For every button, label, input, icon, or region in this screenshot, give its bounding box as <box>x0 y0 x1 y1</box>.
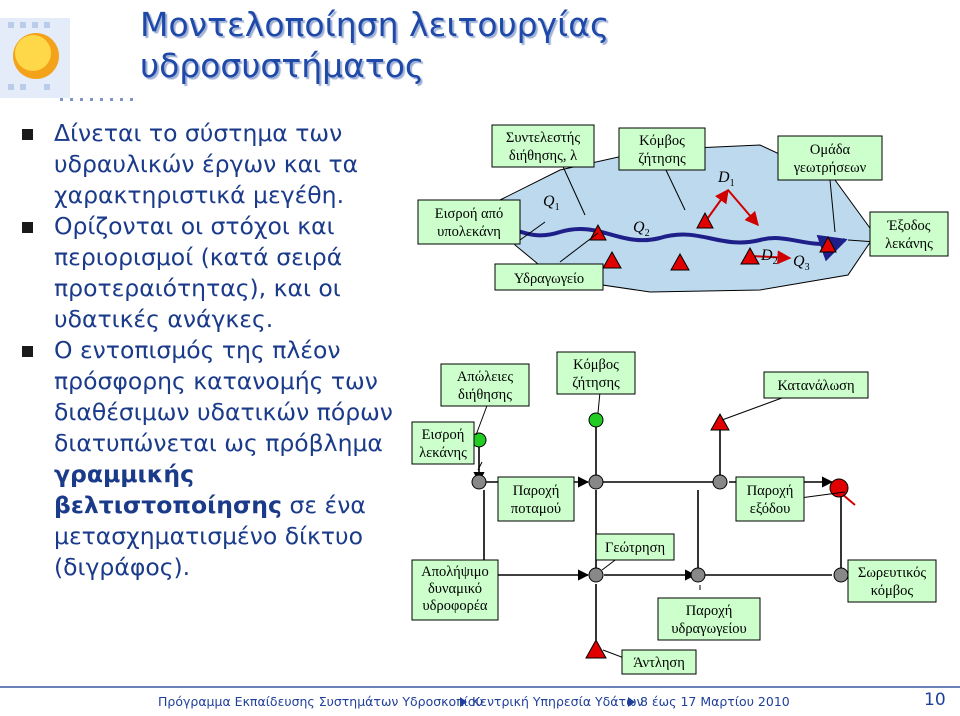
label-basin-outlet: Έξοδος λεκάνης <box>869 211 949 257</box>
label-well-group: Ομάδα γεωτρήσεων <box>777 135 883 181</box>
sun-logo-icon <box>0 18 70 98</box>
flow-symbols: Q1 Q2 Q3 D1 D2 <box>543 169 810 273</box>
svg-text:Υδραγωγείο: Υδραγωγείο <box>514 271 584 287</box>
svg-text:Σωρευτικός: Σωρευτικός <box>858 565 926 581</box>
bullet-marker-icon <box>22 222 33 233</box>
svg-text:δυναμικό: δυναμικό <box>428 581 482 597</box>
label-basin-inflow: Εισροή λεκάνης <box>411 421 475 465</box>
label-inflow-subbasin: Εισροή από υπολεκάνη <box>417 199 521 245</box>
svg-text:ζήτησης: ζήτησης <box>572 375 620 391</box>
network-wells <box>585 412 730 659</box>
svg-text:εξόδου: εξόδου <box>750 501 791 517</box>
bullet-text: Δίνεται το σύστημα των υδραυλικών έργων … <box>54 119 359 209</box>
bullet-text: σε ένα μετασχηματισμένο δίκτυο (διγράφος… <box>54 491 366 581</box>
footer-separator-icon <box>460 697 467 707</box>
svg-text:Συντελεστής: Συντελεστής <box>506 130 580 146</box>
svg-text:Απολήψιμο: Απολήψιμο <box>421 564 489 580</box>
demand-arrow-d1b <box>727 189 759 227</box>
svg-text:Q1: Q1 <box>543 193 560 213</box>
svg-text:υδραγωγείου: υδραγωγείου <box>671 621 746 637</box>
demand-arrow-d2 <box>751 250 792 265</box>
svg-text:Γεώτρηση: Γεώτρηση <box>605 540 665 556</box>
footer-dates: 8 έως 17 Μαρτίου 2010 <box>640 694 790 709</box>
footer-divider <box>0 686 960 688</box>
svg-text:Ομάδα: Ομάδα <box>810 142 851 158</box>
svg-text:Κόμβος: Κόμβος <box>573 357 619 373</box>
bullet-bold-text: γραμμικής βελτιστοποίησης <box>54 460 282 519</box>
svg-text:Άντληση: Άντληση <box>633 655 685 671</box>
label-drilling: Γεώτρηση <box>595 533 675 561</box>
svg-text:Παροχή: Παροχή <box>513 483 560 499</box>
svg-text:Κόμβος: Κόμβος <box>639 133 685 149</box>
footer-program: Πρόγραμμα Εκπαίδευσης Συστημάτων Υδροσκο… <box>158 694 483 709</box>
svg-text:ζήτησης: ζήτησης <box>638 151 686 167</box>
svg-text:κόμβος: κόμβος <box>871 583 914 599</box>
bullet-marker-icon <box>22 129 33 140</box>
svg-text:D2: D2 <box>760 247 778 267</box>
network-diagram: Εισροή από υπολεκάνη Συντελεστής διήθηση… <box>411 124 949 675</box>
svg-text:Q3: Q3 <box>793 253 810 273</box>
svg-text:Q2: Q2 <box>633 219 650 239</box>
svg-text:διήθησης, λ: διήθησης, λ <box>509 148 577 164</box>
slide-title: Μοντελοποίηση λειτουργίας υδροσυστήματος <box>140 5 610 85</box>
slide-header <box>0 0 960 100</box>
svg-text:Εισροή από: Εισροή από <box>435 206 503 222</box>
bullet-list: Δίνεται το σύστημα των υδραυλικών έργων … <box>22 118 402 583</box>
svg-text:Έξοδος: Έξοδος <box>886 218 930 234</box>
wells-icons <box>589 211 837 271</box>
label-outflow: Παροχή εξόδου <box>735 476 805 522</box>
label-aquifer: Απολήψιμο δυναμικό υδροφορέα <box>411 559 499 621</box>
bullet-item: Ορίζονται οι στόχοι και περιορισμοί (κατ… <box>22 211 402 335</box>
svg-text:γεωτρήσεων: γεωτρήσεων <box>793 160 867 176</box>
svg-text:ποταμού: ποταμού <box>511 501 561 517</box>
footer-agency: Κεντρική Υπηρεσία Υδάτων <box>472 694 644 709</box>
svg-text:Κατανάλωση: Κατανάλωση <box>777 378 854 394</box>
title-dots <box>60 98 133 101</box>
footer: Πρόγραμμα Εκπαίδευσης Συστημάτων Υδροσκο… <box>0 690 960 714</box>
bullet-marker-icon <box>22 346 33 357</box>
svg-text:Απώλειες: Απώλειες <box>457 369 513 385</box>
bullet-item: Δίνεται το σύστημα των υδραυλικών έργων … <box>22 118 402 211</box>
demand-arrow-d1 <box>704 188 729 223</box>
label-demand-node-bottom: Κόμβος ζήτησης <box>556 351 636 395</box>
label-demand-node-top: Κόμβος ζήτησης <box>618 127 706 171</box>
label-infiltration-losses: Απώλειες διήθησης <box>440 363 530 407</box>
svg-text:διήθησης: διήθησης <box>458 387 512 403</box>
bullet-item: Ο εντοπισμός της πλέον πρόσφορης κατανομ… <box>22 335 402 583</box>
bullet-text: Ο εντοπισμός της πλέον πρόσφορης κατανομ… <box>54 336 393 457</box>
label-consumption: Κατανάλωση <box>763 371 869 399</box>
label-river-flow: Παροχή ποταμού <box>497 476 575 522</box>
svg-text:υπολεκάνη: υπολεκάνη <box>437 224 501 240</box>
svg-text:Εισροή: Εισροή <box>422 427 465 443</box>
svg-text:λεκάνης: λεκάνης <box>885 236 933 252</box>
label-infiltration-coef: Συντελεστής διήθησης, λ <box>491 124 595 168</box>
svg-text:υδροφορέα: υδροφορέα <box>422 598 487 614</box>
svg-text:Παροχή: Παροχή <box>747 483 794 499</box>
bullet-text: Ορίζονται οι στόχοι και περιορισμοί (κατ… <box>54 212 343 333</box>
label-aqueduct: Υδραγωγείο <box>494 263 604 291</box>
label-pumping: Άντληση <box>621 649 697 675</box>
page-number: 10 <box>924 690 946 710</box>
svg-text:λεκάνης: λεκάνης <box>419 445 467 461</box>
footer-separator-icon <box>628 697 635 707</box>
svg-text:D1: D1 <box>717 169 735 189</box>
svg-text:Παροχή: Παροχή <box>686 603 733 619</box>
label-collector-node: Σωρευτικός κόμβος <box>847 559 937 603</box>
label-aqueduct-flow: Παροχή υδραγωγείου <box>657 597 761 641</box>
